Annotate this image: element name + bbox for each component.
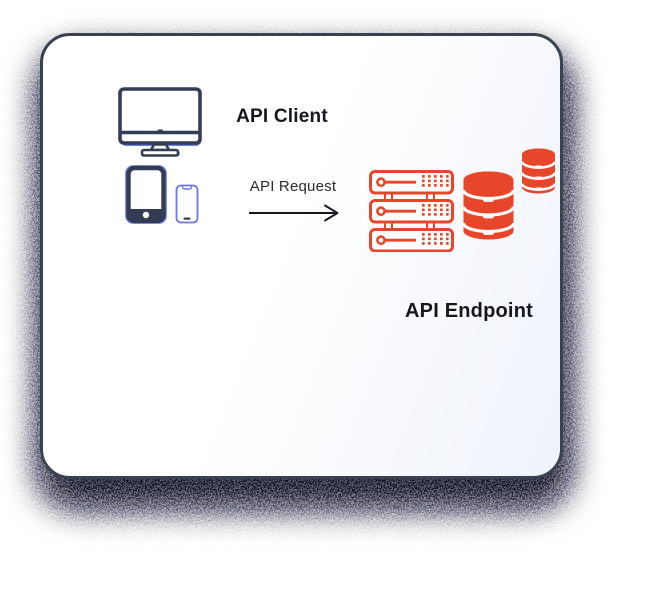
api-endpoint-label: API Endpoint (405, 300, 533, 322)
server-leds (376, 177, 416, 246)
database-stack-large-icon (462, 171, 515, 240)
smartphone-icon (175, 184, 199, 224)
server-rack-icon (369, 170, 454, 252)
desktop-monitor-icon (118, 87, 202, 157)
right-arrow-icon (249, 204, 339, 222)
api-diagram-card: API Client API Request (40, 33, 563, 479)
api-client-label: API Client (236, 106, 328, 127)
api-request-label: API Request (249, 178, 337, 195)
database-stack-small-icon (521, 148, 556, 194)
tablet-icon (125, 165, 167, 224)
server-dot-grid (422, 175, 449, 245)
